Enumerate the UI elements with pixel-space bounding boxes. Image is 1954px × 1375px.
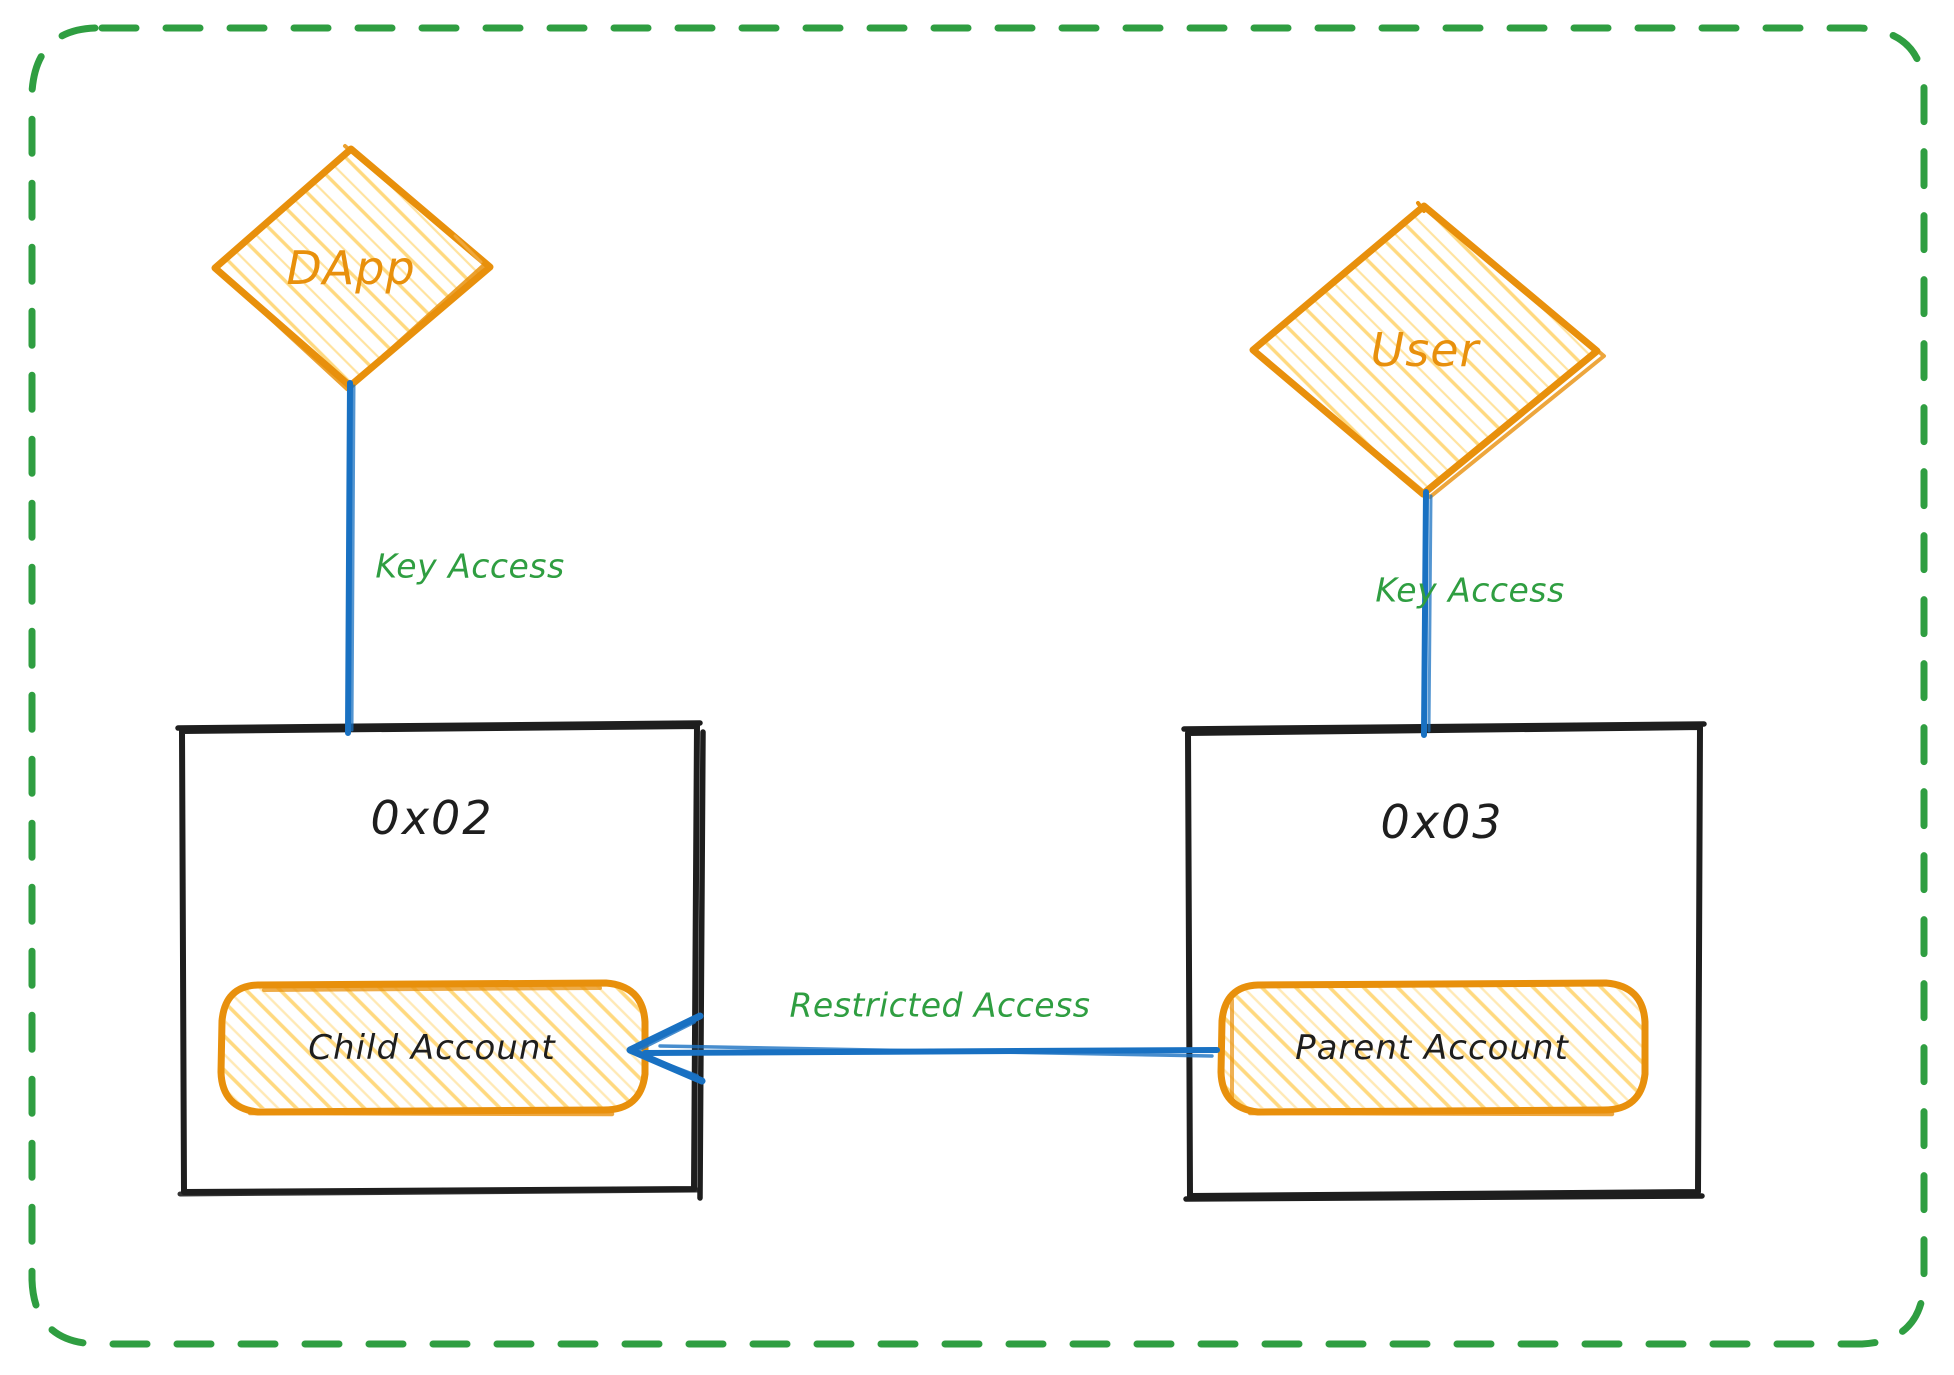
- node-child-account[interactable]: [217, 979, 649, 1117]
- edge-parent-to-child[interactable]: [626, 1012, 1220, 1085]
- outer-frame: [28, 24, 1928, 1348]
- node-account-0x02[interactable]: [175, 720, 706, 1201]
- edge-user-to-0x03[interactable]: [1421, 489, 1433, 738]
- node-parent-account[interactable]: [1217, 979, 1649, 1117]
- edge-dapp-to-0x02[interactable]: [345, 380, 356, 736]
- node-dapp[interactable]: [211, 144, 494, 391]
- node-account-0x03[interactable]: [1181, 721, 1707, 1202]
- node-user[interactable]: [1249, 201, 1606, 499]
